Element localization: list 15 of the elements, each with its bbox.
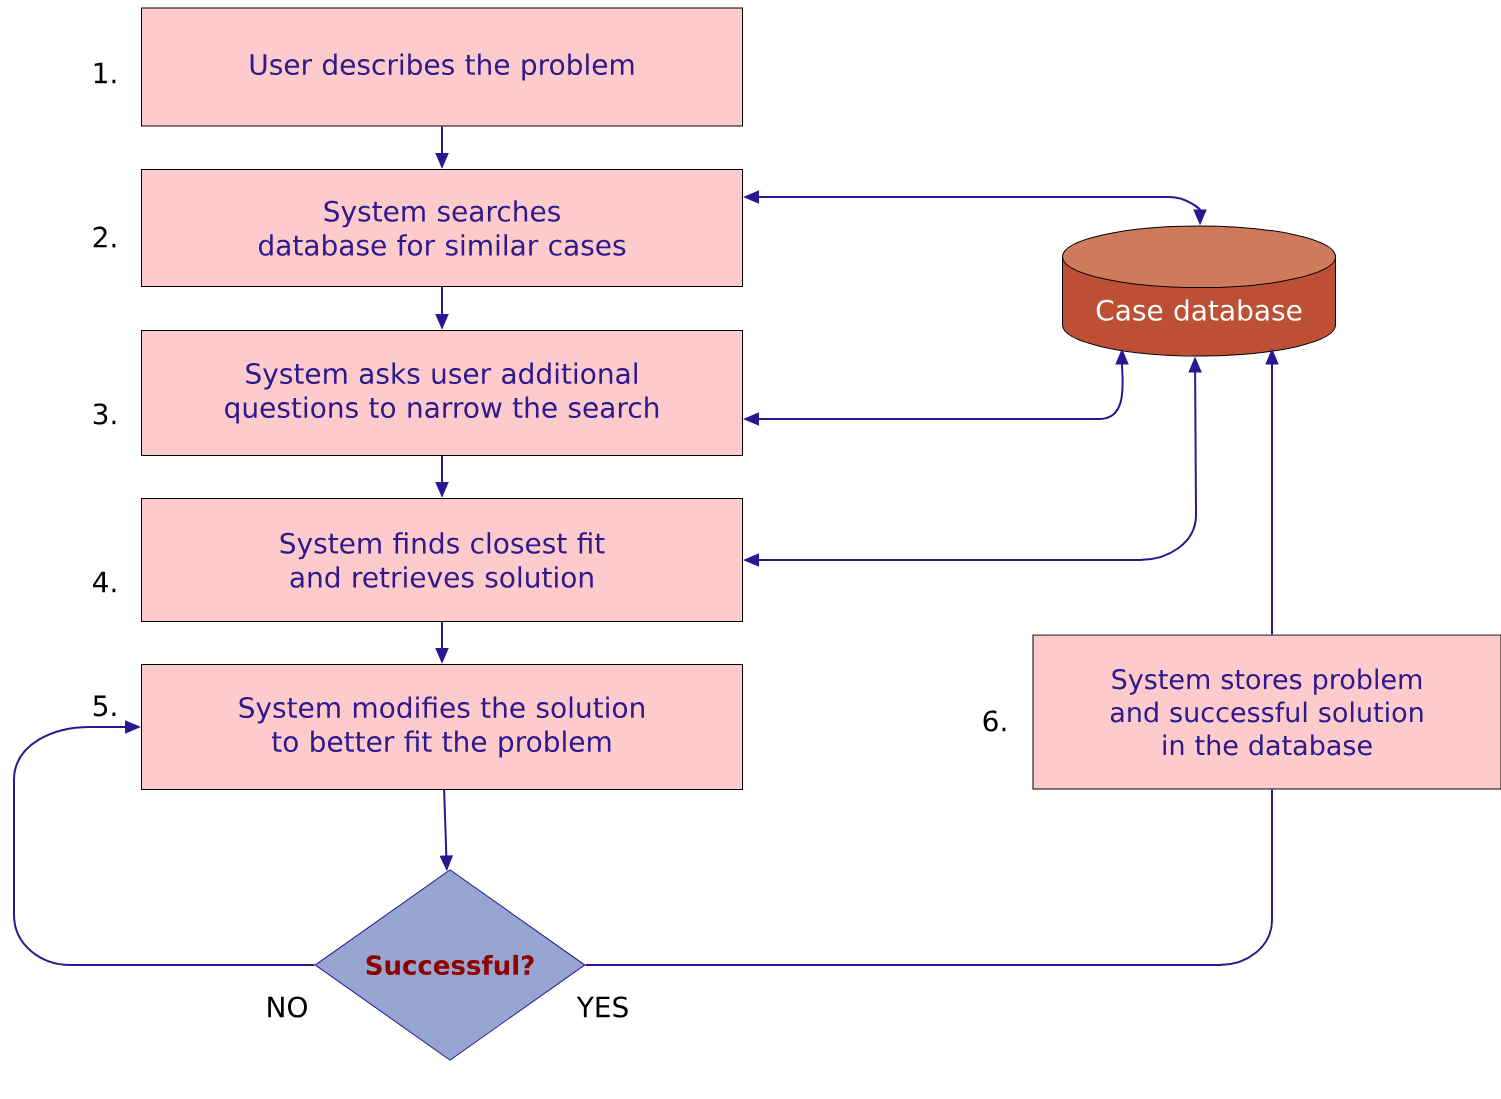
process-box: System finds closest fit and retrieves solution [141,498,743,622]
arrow [13,720,316,966]
step-number: 2. [93,226,116,248]
process-box: System modifies the solution to better fit the problem [141,664,743,790]
step-number: 1. [94,62,116,84]
step-number: 3. [93,403,116,425]
process-box: User describes the problem [141,7,743,127]
process-box: System searches database for similar cases [141,169,743,287]
database-cylinder: Case database [1062,225,1336,357]
step-number: 6. [983,710,1006,732]
process-box: System stores problem and successful solution in the database [1032,634,1501,790]
process-box: System asks user additional questions to narrow the search [141,330,743,456]
step-number: 4. [93,571,116,593]
edge-label: NO [264,995,310,1019]
step-number: 5. [93,695,116,717]
